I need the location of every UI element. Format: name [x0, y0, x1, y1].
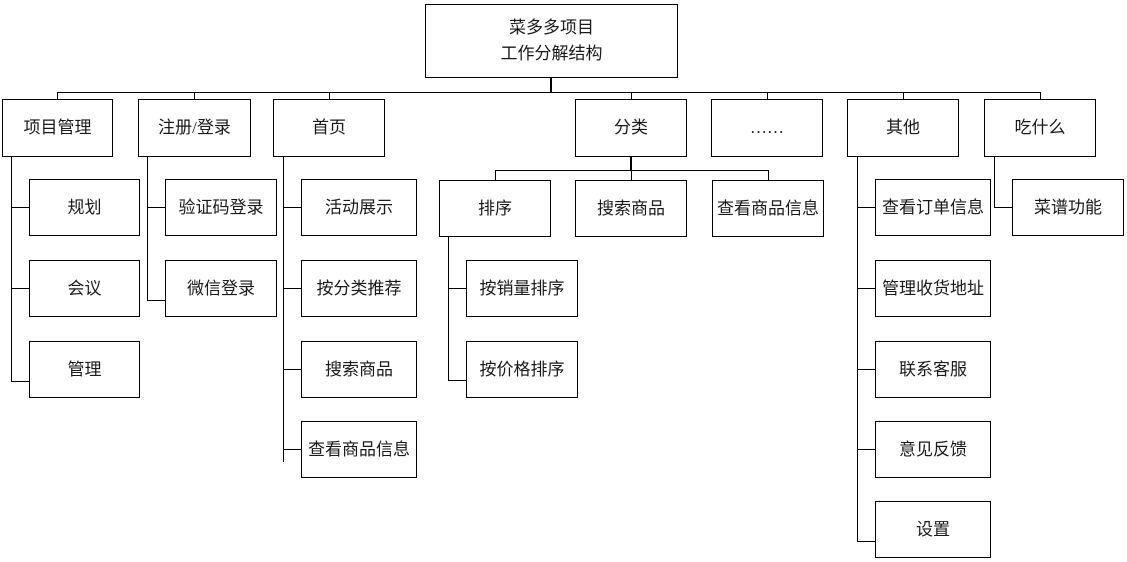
- node-settings[interactable]: 设置: [875, 501, 991, 558]
- node-category-search-product[interactable]: 搜索商品: [575, 180, 687, 237]
- node-category-view-product-info[interactable]: 查看商品信息: [712, 180, 824, 237]
- node-ellipsis[interactable]: ……: [711, 99, 823, 157]
- node-wechat-login[interactable]: 微信登录: [165, 260, 277, 317]
- node-feedback[interactable]: 意见反馈: [875, 421, 991, 478]
- connector-elbow-sort-by-sales: [448, 288, 467, 289]
- connector-bus-to-register-login: [194, 92, 195, 99]
- node-recommend-by-category[interactable]: 按分类推荐: [301, 260, 417, 317]
- node-contact-support[interactable]: 联系客服: [875, 341, 991, 398]
- root-node-project-wbs[interactable]: 菜多多项目 工作分解结构: [425, 4, 678, 78]
- node-management[interactable]: 管理: [29, 341, 140, 398]
- connector-bus-to-home: [329, 92, 330, 99]
- connector-elbow-recommend-by-category: [283, 288, 302, 289]
- node-home-view-product-info[interactable]: 查看商品信息: [301, 421, 417, 478]
- connector-spine-sort: [448, 237, 449, 381]
- node-category[interactable]: 分类: [575, 99, 687, 157]
- node-captcha-login[interactable]: 验证码登录: [165, 179, 277, 236]
- connector-spine-eat-what: [994, 157, 995, 208]
- connector-elbow-settings: [857, 541, 876, 542]
- connector-spine-home: [283, 157, 284, 462]
- connector-bus-to-category-search-product: [631, 170, 632, 180]
- connector-elbow-recipe-feature: [994, 207, 1013, 208]
- connector-elbow-home-view-product-info: [283, 449, 302, 450]
- node-activity-display[interactable]: 活动展示: [301, 179, 417, 236]
- connector-elbow-wechat-login: [147, 300, 166, 301]
- connector-category-bus: [495, 170, 769, 171]
- node-planning[interactable]: 规划: [29, 179, 140, 236]
- root-title-line2: 工作分解结构: [500, 44, 603, 63]
- connector-elbow-captcha-login: [147, 207, 166, 208]
- node-sort-by-sales[interactable]: 按销量排序: [466, 260, 578, 317]
- connector-bus-to-sort: [495, 170, 496, 180]
- connector-level2-bus: [57, 92, 1041, 93]
- connector-elbow-view-order-info: [857, 207, 876, 208]
- node-other[interactable]: 其他: [847, 99, 959, 157]
- node-eat-what[interactable]: 吃什么: [984, 99, 1096, 157]
- connector-elbow-home-search-product: [283, 369, 302, 370]
- connector-bus-to-category: [631, 92, 632, 99]
- connector-bus-to-eat-what: [1040, 92, 1041, 99]
- node-sort[interactable]: 排序: [439, 180, 551, 237]
- connector-elbow-sort-by-price: [448, 380, 467, 381]
- node-home-search-product[interactable]: 搜索商品: [301, 341, 417, 398]
- node-project-management[interactable]: 项目管理: [2, 99, 113, 157]
- root-title-line1: 菜多多项目: [509, 17, 594, 37]
- connector-elbow-planning: [11, 207, 30, 208]
- connector-elbow-manage-address: [857, 288, 876, 289]
- connector-elbow-management: [11, 381, 30, 382]
- connector-bus-to-other: [903, 92, 904, 99]
- connector-spine-project-management: [11, 157, 12, 382]
- connector-elbow-contact-support: [857, 369, 876, 370]
- node-register-login[interactable]: 注册/登录: [138, 99, 251, 157]
- connector-elbow-meeting: [11, 288, 30, 289]
- node-sort-by-price[interactable]: 按价格排序: [466, 341, 578, 398]
- connector-elbow-feedback: [857, 449, 876, 450]
- node-home[interactable]: 首页: [273, 99, 385, 157]
- node-meeting[interactable]: 会议: [29, 260, 140, 317]
- connector-category-down: [630, 157, 632, 170]
- connector-spine-other: [857, 157, 858, 542]
- connector-spine-register-login: [147, 157, 148, 301]
- node-recipe-feature[interactable]: 菜谱功能: [1012, 179, 1124, 236]
- connector-bus-to-category-view-product-info: [768, 170, 769, 180]
- connector-root-down: [550, 78, 552, 93]
- connector-elbow-activity-display: [283, 207, 302, 208]
- connector-bus-to-ellipsis: [767, 92, 768, 99]
- connector-bus-to-project-management: [57, 92, 58, 99]
- node-view-order-info[interactable]: 查看订单信息: [875, 179, 991, 236]
- node-manage-address[interactable]: 管理收货地址: [875, 260, 991, 317]
